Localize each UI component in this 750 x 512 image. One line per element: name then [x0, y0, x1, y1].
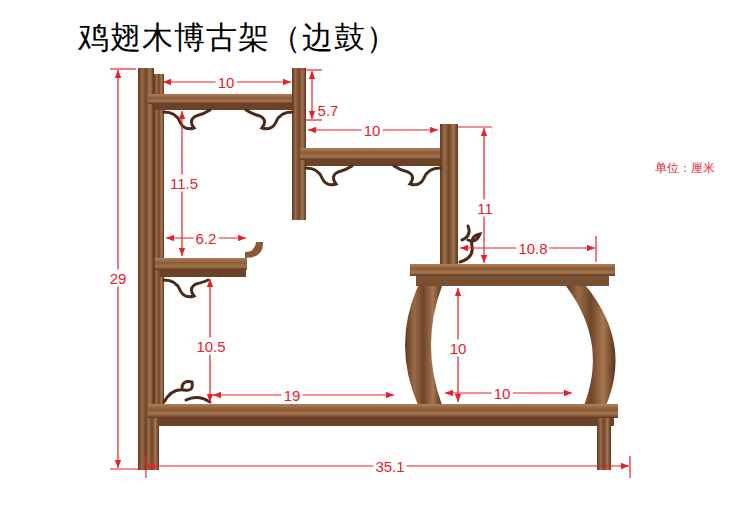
dimension-label: 10	[362, 122, 383, 139]
dimension-label: 11	[475, 200, 495, 217]
dimension-label: 10	[448, 340, 469, 357]
dimension-label: 10	[216, 74, 237, 91]
dimension-label: 29	[108, 270, 129, 287]
unit-note: 单位：厘米	[655, 161, 715, 176]
dimension-label: 6.2	[194, 230, 219, 247]
dimension-label: 11.5	[168, 175, 200, 192]
dimension-lines	[110, 69, 630, 478]
dimension-label: 10	[492, 385, 513, 402]
title: 鸡翅木博古架（边鼓）	[78, 18, 398, 56]
carved-bracket	[164, 110, 480, 402]
dimension-label: 19	[282, 387, 303, 404]
shelf-wood	[138, 68, 618, 470]
dimension-label: 10.8	[516, 240, 549, 257]
dimension-label: 35.1	[373, 458, 406, 475]
dimension-label: 10.5	[194, 338, 227, 355]
dimension-label: 5.7	[316, 102, 341, 119]
